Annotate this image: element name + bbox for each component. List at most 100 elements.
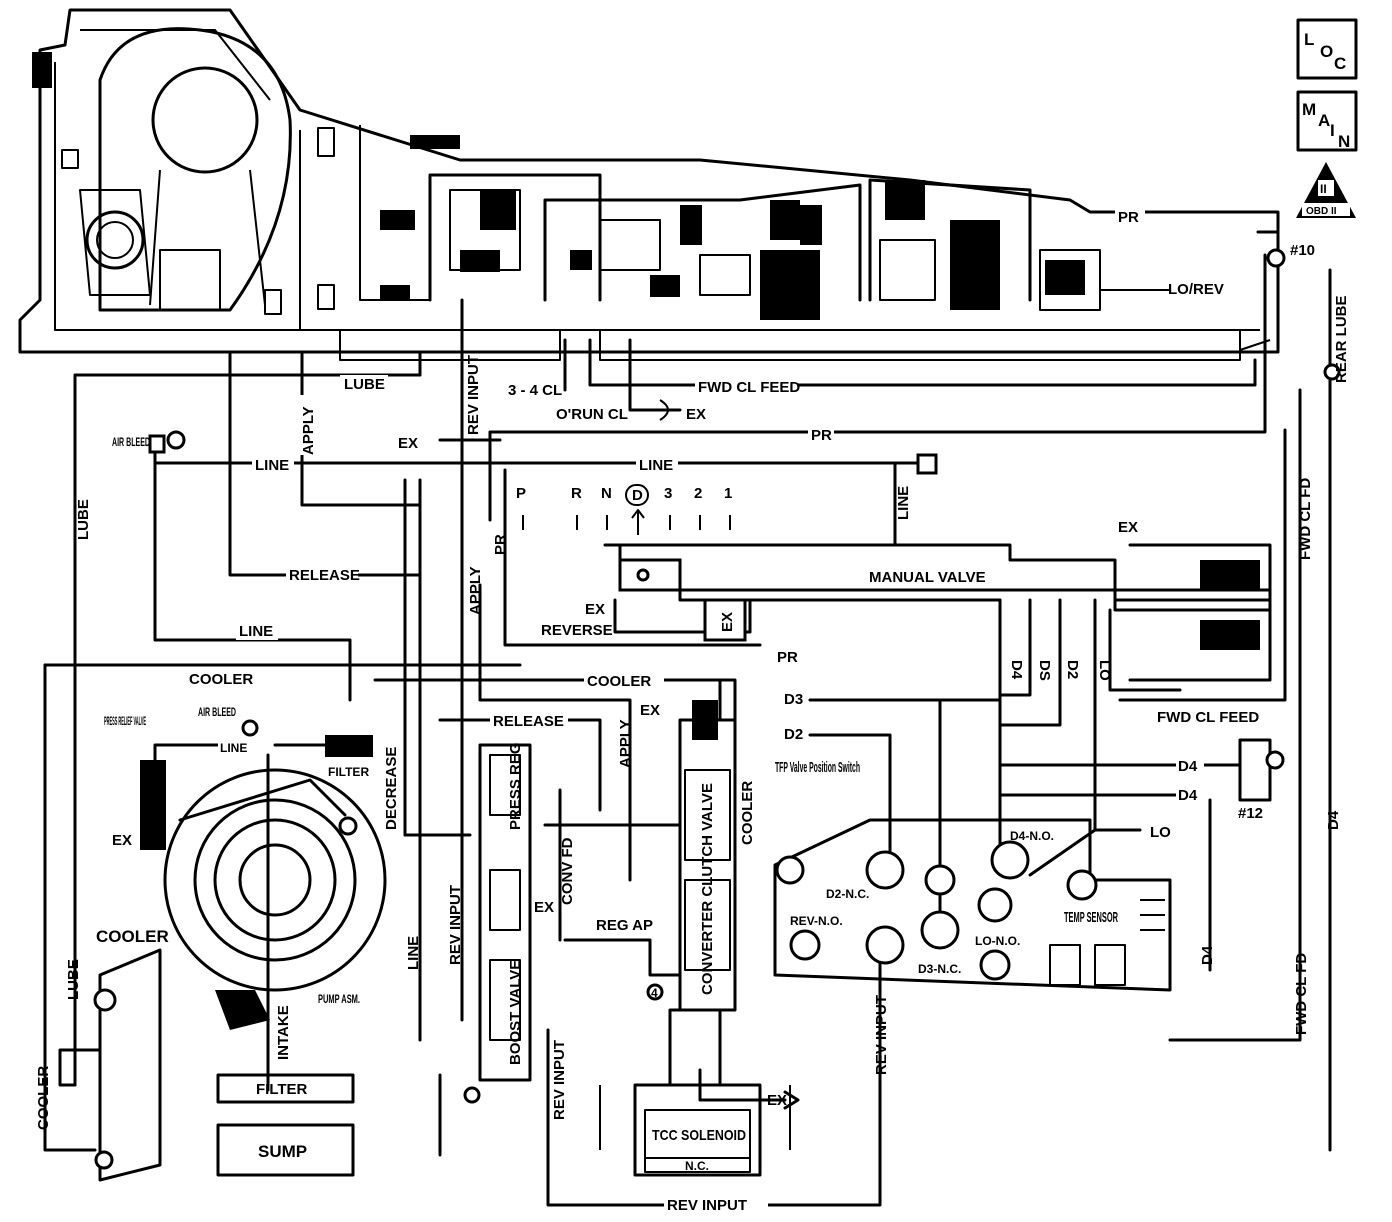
- manual-valve: [522, 484, 1272, 682]
- cooler: [93, 948, 162, 1182]
- label-d3-nc: D3-N.C.: [918, 962, 961, 976]
- label-fwd-cl-feed-right: FWD CL FEED: [1157, 709, 1259, 726]
- label-air-bleed-pump: AIR BLEED: [198, 705, 236, 719]
- label-d4-2: D4: [1178, 787, 1198, 804]
- transmission-case: [18, 8, 1286, 361]
- label-d4-no: D4-N.O.: [1010, 829, 1054, 843]
- label-rev-input-lower: REV INPUT: [551, 1040, 568, 1120]
- label-apply-top: APPLY: [300, 406, 317, 455]
- label-lube-top: LUBE: [344, 376, 385, 393]
- label-fwd-cl-feed-top: FWD CL FEED: [698, 379, 800, 396]
- label-ex-clutch: EX: [640, 702, 660, 719]
- label-release-top: RELEASE: [289, 567, 360, 584]
- label-apply-lower: APPLY: [617, 719, 634, 768]
- obd-text: OBD II: [1306, 206, 1337, 217]
- label-line-manual: LINE: [639, 457, 673, 474]
- label-lube-vertical: LUBE: [75, 499, 92, 540]
- loc-l: L: [1304, 30, 1314, 49]
- label-ex-reverse: EX: [585, 601, 605, 618]
- gear-1: 1: [724, 485, 732, 502]
- sump-box: [216, 1123, 355, 1177]
- loc-c: C: [1334, 54, 1346, 73]
- label-d2: D2: [784, 726, 803, 743]
- label-cooler-bottom: COOLER: [35, 1066, 52, 1130]
- label-filter-pump: FILTER: [328, 765, 369, 779]
- label-ex-pump: EX: [112, 832, 132, 849]
- label-ex-apply: EX: [398, 435, 418, 452]
- label-rear-lube: REAR LUBE: [1333, 295, 1350, 383]
- label-rev-input-top: REV INPUT: [465, 355, 482, 435]
- label-ex-orun: EX: [686, 406, 706, 423]
- label-rev-input-mid: REV INPUT: [447, 885, 464, 965]
- label-line-pump: LINE: [220, 741, 247, 755]
- main-button[interactable]: M A I N: [1296, 90, 1358, 152]
- label-pump-asm: PUMP ASM.: [318, 992, 360, 1006]
- label-air-bleed-top: AIR BLEED: [112, 435, 150, 449]
- gear-d: D: [632, 487, 643, 504]
- label-cooler-vertical: COOLER: [739, 781, 756, 845]
- label-check-12: #12: [1238, 805, 1263, 822]
- label-filter: FILTER: [256, 1081, 308, 1098]
- label-reverse: REVERSE: [541, 622, 613, 639]
- label-fwd-cl-fd-top: FWD CL FD: [1297, 478, 1314, 560]
- label-lo: LO: [1150, 824, 1171, 841]
- label-lube-lower: LUBE: [65, 959, 82, 1000]
- label-temp-sensor: TEMP SENSOR: [1064, 909, 1118, 926]
- label-manual-valve: MANUAL VALVE: [869, 569, 986, 586]
- label-ds-valve: DS: [1036, 660, 1053, 681]
- gear-n: N: [601, 485, 612, 502]
- gear-2: 2: [694, 485, 702, 502]
- label-d4-right: D4: [1325, 810, 1342, 830]
- label-lo-valve: LO: [1096, 660, 1113, 681]
- label-sump: SUMP: [258, 1142, 307, 1161]
- label-line-vertical: LINE: [895, 486, 912, 520]
- label-apply-mid: APPLY: [467, 566, 484, 615]
- label-decrease: DECREASE: [383, 747, 400, 830]
- label-clutch-valve: CONVERTER CLUTCH VALVE: [699, 783, 716, 995]
- label-ex-manual: EX: [1118, 519, 1138, 536]
- main-a: A: [1318, 111, 1330, 130]
- label-intake: INTAKE: [275, 1005, 292, 1060]
- label-3-4-cl: 3 - 4 CL: [508, 382, 562, 399]
- obd-ii-icon: II OBD II: [1296, 162, 1356, 218]
- label-pr-manual: PR: [777, 649, 798, 666]
- label-fwd-cl-fd-lower: FWD CL FD: [1293, 953, 1310, 1035]
- pump-assembly: [140, 719, 387, 1092]
- gear-3: 3: [664, 485, 672, 502]
- label-d4-1: D4: [1178, 758, 1198, 775]
- label-reg-ap: REG AP: [596, 917, 653, 934]
- label-press-reg: PRESS REG: [507, 742, 524, 830]
- main-m: M: [1302, 100, 1316, 119]
- gear-p: P: [516, 485, 526, 502]
- label-ex-valve: EX: [719, 612, 736, 632]
- main-n: N: [1338, 132, 1350, 151]
- label-ex-conv: EX: [534, 899, 554, 916]
- loc-button[interactable]: L O C: [1296, 18, 1358, 80]
- filter-box: [216, 1073, 355, 1104]
- label-boost-valve: BOOST VALVE: [507, 960, 524, 1065]
- label-cooler-right: COOLER: [587, 673, 651, 690]
- label-pr-mid: PR: [811, 427, 832, 444]
- label-check-4: 4: [651, 986, 658, 1000]
- loc-o: O: [1320, 42, 1333, 61]
- main-i: I: [1330, 121, 1335, 140]
- label-d2-nc: D2-N.C.: [826, 887, 869, 901]
- label-orun-cl: O'RUN CL: [556, 406, 628, 423]
- label-pr-vertical: PR: [492, 534, 509, 555]
- valve-body-center: [478, 700, 791, 1177]
- label-pr-top: PR: [1118, 209, 1139, 226]
- label-lo-no: LO-N.O.: [975, 934, 1020, 948]
- label-rev-input-bottom: REV INPUT: [667, 1197, 747, 1214]
- label-line-left: LINE: [239, 623, 273, 640]
- label-line-lower: LINE: [405, 936, 422, 970]
- label-rev-no: REV-N.O.: [790, 914, 843, 928]
- label-line-top: LINE: [255, 457, 289, 474]
- label-press-relief: PRESS RELIEF VALVE: [104, 714, 146, 728]
- label-rev-input-right: REV INPUT: [873, 995, 890, 1075]
- label-conv-fd: CONV FD: [559, 837, 576, 905]
- label-d2-valve: D2: [1064, 660, 1081, 679]
- label-cooler-left: COOLER: [96, 927, 169, 946]
- label-check-10: #10: [1290, 242, 1315, 259]
